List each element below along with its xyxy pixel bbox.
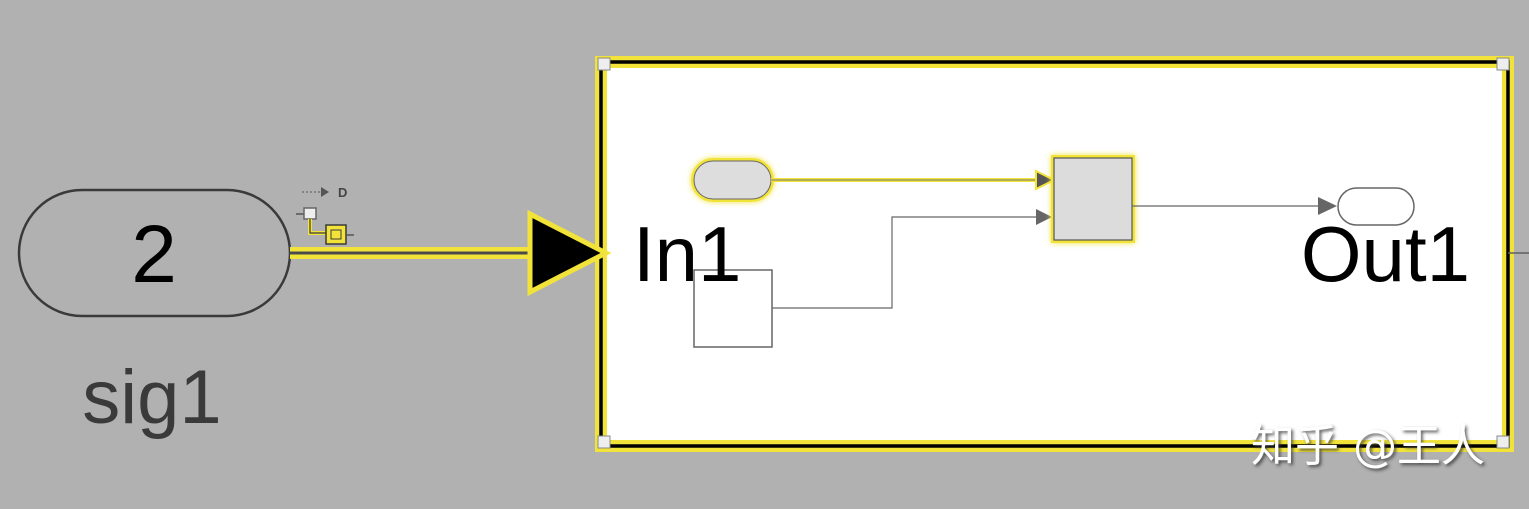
input-port-label: In1 [633,210,741,298]
from-block-name-label: sig1 [82,355,221,440]
preview-arrow-icon-3 [1318,197,1337,215]
preview-outport-oval [1337,187,1415,226]
resize-handle-top-right[interactable] [1496,57,1510,71]
preview-arrow-icon-1 [1035,169,1057,191]
signal-badge-label: D [338,185,347,200]
input-port-arrow-icon[interactable] [527,209,612,297]
from-block-sig1[interactable]: 2 [17,188,292,318]
watermark: 知乎 @王人 [1251,421,1485,472]
resize-handle-bottom-right[interactable] [1496,435,1510,449]
resize-handle-bottom-left[interactable] [597,435,611,449]
output-port-label: Out1 [1301,210,1470,298]
from-block-value: 2 [131,209,177,300]
preview-constant-block [693,269,773,348]
preview-arrow-icon-2 [1036,209,1052,225]
resize-handle-top-left[interactable] [597,57,611,71]
subsystem-preview [691,155,1415,348]
signal-badge-icon[interactable]: D [296,185,354,245]
